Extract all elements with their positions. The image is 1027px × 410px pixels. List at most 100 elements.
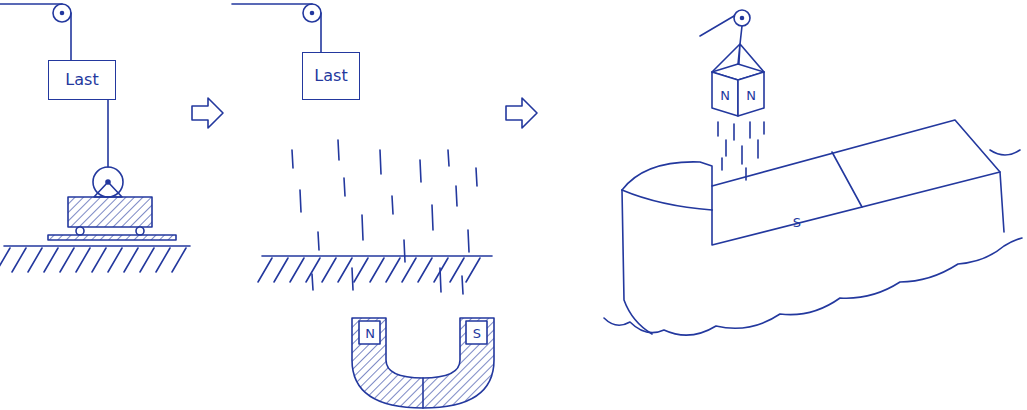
pole-letter: N bbox=[365, 327, 375, 340]
ground-hatch bbox=[274, 258, 288, 282]
load-box: Last bbox=[48, 60, 116, 100]
field-line bbox=[456, 186, 457, 206]
field-line bbox=[468, 230, 469, 252]
field-line bbox=[380, 150, 381, 174]
field-line bbox=[352, 268, 353, 290]
horseshoe-magnet bbox=[352, 318, 494, 408]
field-line bbox=[392, 196, 393, 214]
cube-face bbox=[738, 72, 764, 116]
ground-hatch bbox=[124, 248, 138, 272]
field-line bbox=[448, 150, 449, 166]
field-line bbox=[404, 240, 405, 262]
ground-hatch bbox=[466, 258, 480, 282]
ground-hatch bbox=[108, 248, 122, 272]
field-line bbox=[312, 274, 313, 290]
wave bbox=[990, 150, 1020, 155]
ground-hatch bbox=[92, 248, 106, 272]
field-line bbox=[721, 158, 723, 170]
ground-line bbox=[262, 255, 492, 257]
field-line bbox=[733, 124, 735, 140]
ship-deck bbox=[712, 120, 1000, 186]
cart-wheel bbox=[136, 227, 144, 235]
ground-hatch bbox=[258, 258, 272, 282]
ground-hatch bbox=[156, 248, 170, 272]
load-label: Last bbox=[65, 71, 98, 89]
field-line bbox=[362, 215, 363, 240]
field-line bbox=[725, 140, 727, 156]
panel-one bbox=[0, 4, 190, 246]
field-line bbox=[300, 190, 301, 212]
load-label: Last bbox=[314, 67, 347, 85]
ground-hatch bbox=[28, 248, 42, 272]
ground-hatch bbox=[290, 258, 304, 282]
pulley bbox=[734, 10, 750, 26]
rope bbox=[70, 13, 72, 62]
pulley-axle bbox=[741, 17, 744, 20]
pole-letter: N bbox=[720, 89, 730, 102]
ground-hatch bbox=[60, 248, 74, 272]
ground-hatch bbox=[418, 258, 432, 282]
ceiling-line bbox=[0, 3, 62, 5]
field-line bbox=[432, 205, 433, 230]
load-box: Last bbox=[302, 52, 360, 100]
step-arrow bbox=[506, 98, 537, 128]
field-line bbox=[420, 160, 421, 182]
field-line bbox=[476, 168, 477, 186]
ground-hatch bbox=[386, 258, 400, 282]
field-line bbox=[440, 268, 441, 292]
panel-two bbox=[232, 4, 494, 408]
crane-line bbox=[700, 16, 734, 36]
pole-letter: N bbox=[746, 89, 756, 102]
ground-hatch bbox=[370, 258, 384, 282]
step-arrow bbox=[192, 98, 223, 128]
panel-three bbox=[604, 10, 1022, 335]
rope bbox=[107, 100, 109, 167]
water-line bbox=[604, 238, 1022, 335]
pulley-axle bbox=[311, 12, 314, 15]
field-line bbox=[757, 140, 759, 158]
pole-letter: S bbox=[473, 327, 481, 340]
field-line bbox=[745, 168, 747, 180]
ground-hatch bbox=[402, 258, 416, 282]
field-line bbox=[344, 178, 345, 196]
pulley-axle bbox=[61, 12, 64, 15]
pole-letter: S bbox=[793, 216, 801, 229]
field-line bbox=[318, 232, 319, 250]
magnet-divider bbox=[422, 378, 424, 408]
pulley bbox=[303, 4, 321, 22]
pole-box bbox=[359, 321, 380, 344]
ground-hatch bbox=[76, 248, 90, 272]
ship-deck bbox=[712, 172, 1004, 245]
ground-hatch bbox=[354, 258, 368, 282]
ground-hatch bbox=[44, 248, 58, 272]
rope bbox=[740, 26, 742, 44]
field-line bbox=[462, 276, 463, 294]
cube-face bbox=[712, 72, 738, 116]
field-line bbox=[763, 122, 765, 134]
field-line bbox=[717, 122, 719, 136]
generated-strokes bbox=[0, 122, 764, 294]
hatch-divider bbox=[832, 152, 862, 207]
rail bbox=[48, 235, 176, 240]
pulley bbox=[53, 4, 71, 22]
field-line bbox=[292, 150, 293, 168]
ground-line bbox=[4, 245, 190, 247]
ground-hatch bbox=[172, 248, 186, 272]
field-line bbox=[749, 122, 751, 138]
cart-wheel bbox=[76, 227, 84, 235]
wheel bbox=[93, 167, 123, 197]
ground-hatch bbox=[338, 258, 352, 282]
ship-forecastle bbox=[622, 190, 712, 210]
ground-hatch bbox=[0, 248, 10, 272]
field-line bbox=[338, 140, 339, 160]
cart bbox=[68, 197, 152, 227]
field-line bbox=[741, 146, 743, 164]
wheel-mount bbox=[94, 182, 122, 197]
ground-hatch bbox=[140, 248, 154, 272]
ceiling-line bbox=[232, 3, 312, 5]
ship-bow bbox=[622, 190, 652, 334]
ship-forecastle bbox=[622, 162, 712, 210]
ground-hatch bbox=[12, 248, 26, 272]
